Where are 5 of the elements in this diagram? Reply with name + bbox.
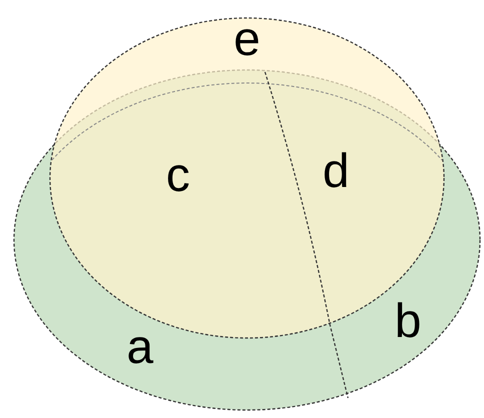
region-label: e (234, 16, 260, 64)
region-label: b (394, 298, 422, 346)
region-label: c (166, 152, 190, 200)
region-label: a (126, 324, 154, 372)
region-label: d (322, 148, 350, 196)
